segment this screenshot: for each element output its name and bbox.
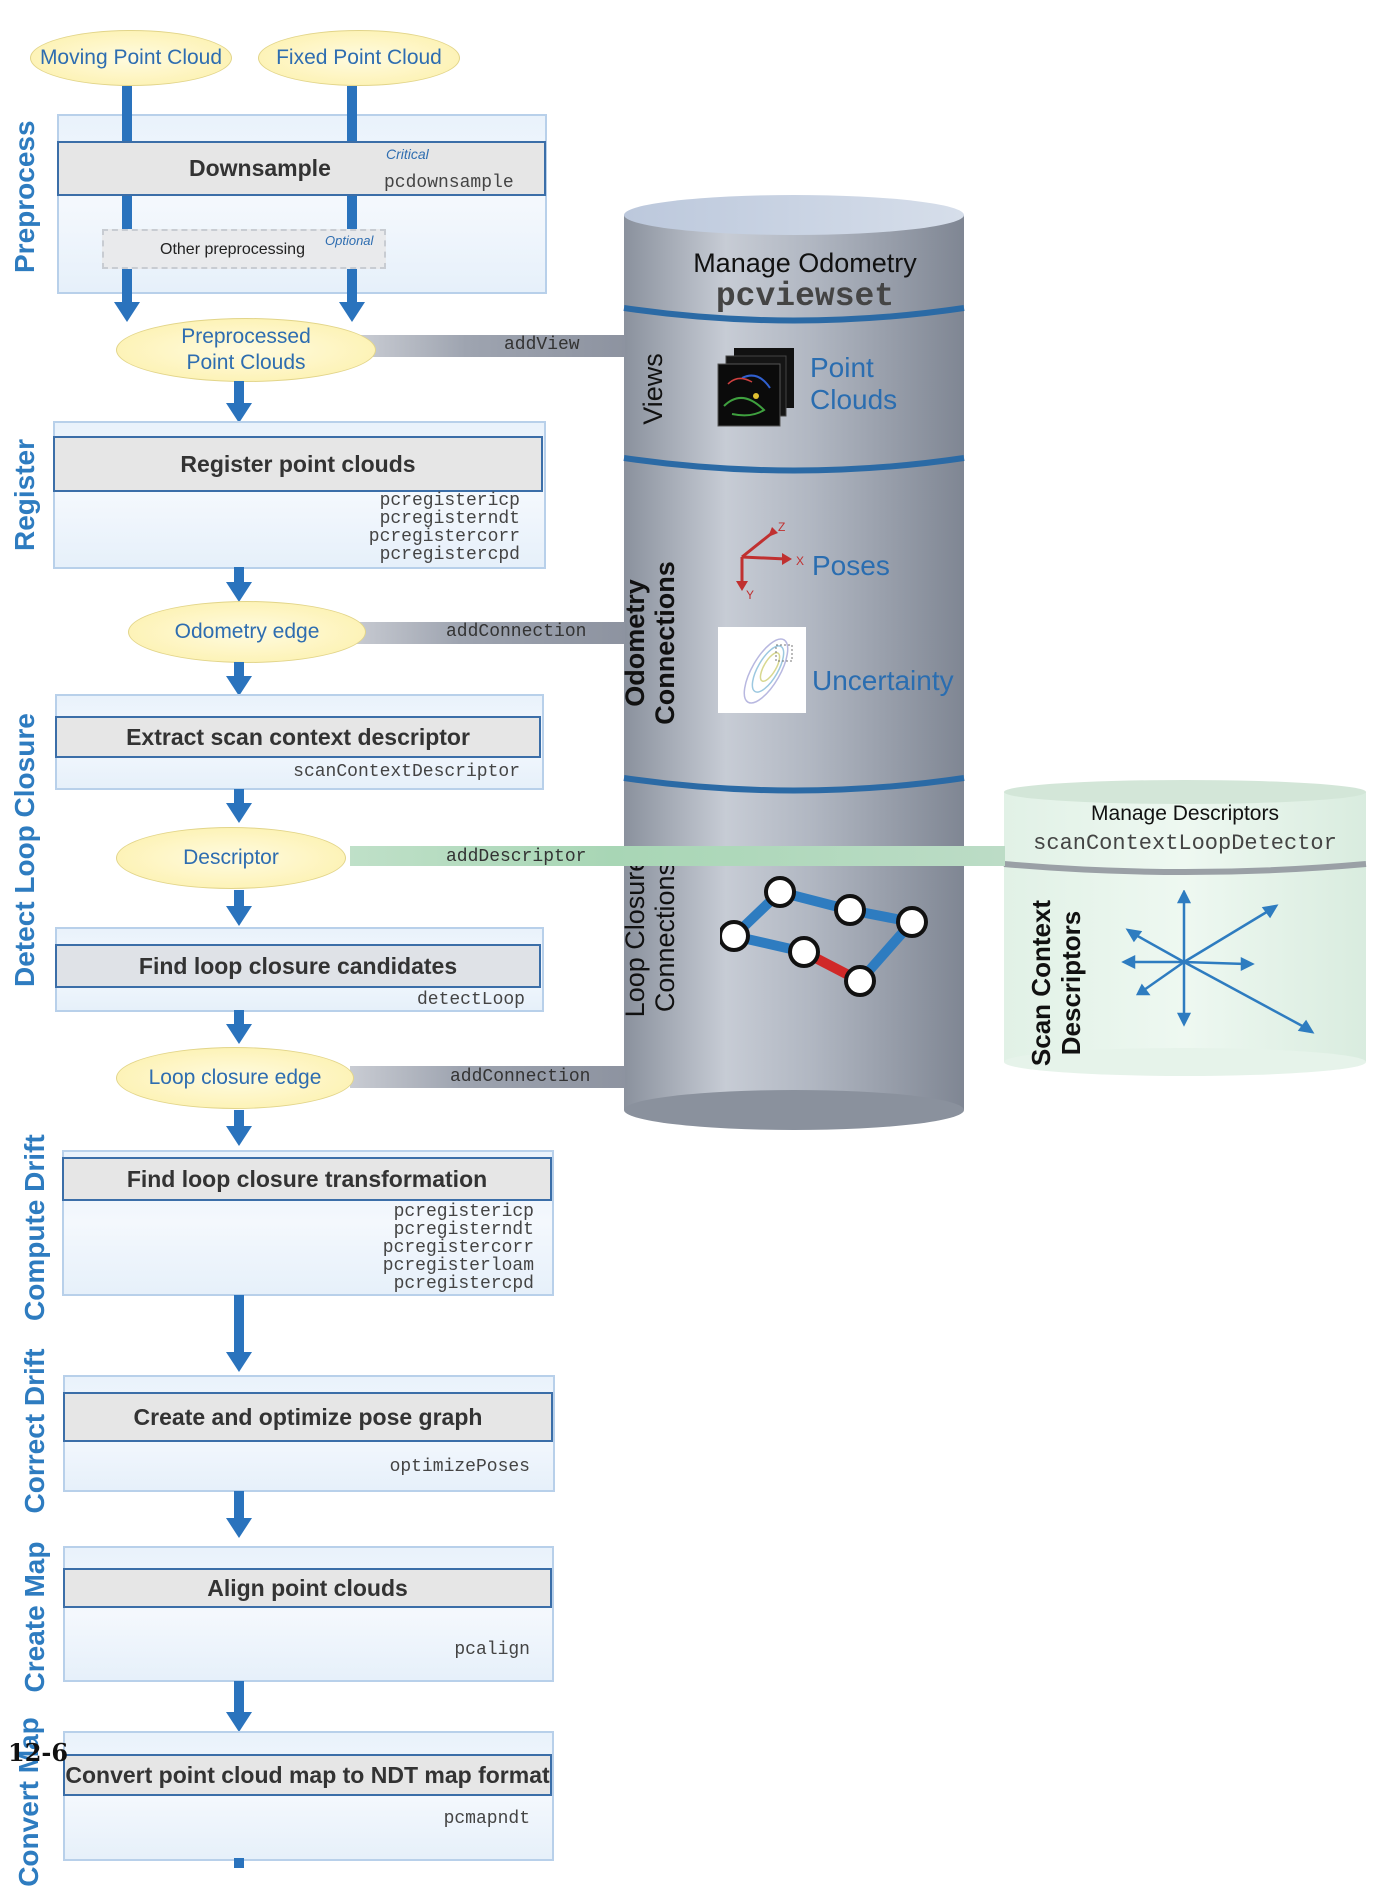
scan-context-descriptors-label: Scan Context Descriptors	[1026, 899, 1086, 1067]
stage-compute-drift-label: Compute Drift	[19, 1134, 50, 1321]
add-connection-label-1: addConnection	[446, 622, 587, 642]
stage-convert-map-label: Convert Map	[13, 1717, 44, 1887]
find-loop-transform-box[interactable]: Find loop closure transformation	[62, 1157, 552, 1201]
other-preprocessing-label: Other preprocessing	[160, 241, 305, 258]
descriptor-node: Descriptor	[116, 827, 346, 889]
optional-tag: Optional	[325, 233, 374, 248]
axis-z-label: Z	[778, 520, 785, 534]
axis-y-label: Y	[746, 588, 754, 602]
stage-register-label: Register	[9, 438, 40, 552]
extract-func: scanContextDescriptor	[293, 762, 520, 782]
arrow-to-odometry-edge	[226, 582, 252, 602]
stage-preprocess-label: Preprocess	[9, 120, 40, 273]
convert-ndt-box[interactable]: Convert point cloud map to NDT map forma…	[63, 1754, 552, 1796]
arrow-to-align	[226, 1518, 252, 1538]
arrow-to-extract	[226, 676, 252, 696]
views-label: Views	[638, 353, 668, 425]
pose-axes-icon: Z X Y	[736, 520, 804, 602]
point-clouds-thumbnail	[717, 348, 794, 427]
align-func: pcalign	[454, 1640, 530, 1660]
add-connection-connector-2	[350, 1066, 625, 1088]
critical-tag: Critical	[386, 146, 429, 162]
moving-point-cloud-node: Moving Point Cloud	[30, 30, 232, 86]
add-connection-connector-1	[350, 622, 625, 644]
create-map-stage-box	[63, 1546, 554, 1682]
fixed-point-cloud-node: Fixed Point Cloud	[258, 30, 460, 86]
descriptor-vectors-icon	[1121, 890, 1315, 1034]
register-point-clouds-box[interactable]: Register point clouds	[53, 436, 543, 492]
axis-x-label: X	[796, 554, 804, 568]
arrow-to-find-candidates	[226, 906, 252, 926]
add-connection-label-2: addConnection	[450, 1067, 591, 1087]
stage-create-map-label: Create Map	[19, 1541, 50, 1693]
convert-func: pcmapndt	[443, 1809, 530, 1829]
poses-label: Poses	[812, 550, 890, 581]
descriptor-store-object: scanContextLoopDetector	[1033, 831, 1337, 856]
loop-graph-icon	[720, 876, 928, 997]
add-descriptor-connector	[350, 846, 1005, 866]
loop-closure-connections-label: Loop Closure Connections	[620, 856, 680, 1018]
other-preprocessing-box[interactable]: Other preprocessing Optional	[102, 229, 386, 269]
arrow-to-pose-graph	[226, 1352, 252, 1372]
continuation-arrow	[234, 1858, 244, 1868]
downsample-func: pcdownsample	[384, 173, 514, 193]
odometry-store-object: pcviewset	[715, 278, 895, 315]
arrow-to-find-transform	[226, 1126, 252, 1146]
uncertainty-label: Uncertainty	[812, 665, 954, 696]
downsample-box[interactable]: Downsample Critical pcdownsample	[57, 141, 546, 196]
uncertainty-plot	[718, 627, 806, 713]
arrow-to-register	[226, 403, 252, 423]
odometry-edge-node: Odometry edge	[128, 601, 366, 663]
odometry-store-title: Manage Odometry	[693, 248, 917, 278]
pose-graph-box[interactable]: Create and optimize pose graph	[63, 1392, 553, 1442]
arrow-to-descriptor	[226, 803, 252, 823]
arrow-to-loop-edge	[226, 1024, 252, 1044]
convert-map-stage-box	[63, 1731, 554, 1861]
point-clouds-label: Point Clouds	[810, 352, 898, 415]
extract-descriptor-box[interactable]: Extract scan context descriptor	[55, 716, 541, 758]
descriptor-store-title: Manage Descriptors	[1091, 802, 1279, 825]
register-funcs: pcregistericp pcregisterndt pcregisterco…	[368, 491, 520, 565]
add-descriptor-label: addDescriptor	[446, 847, 587, 867]
pose-graph-func: optimizePoses	[389, 1457, 530, 1477]
add-view-connector	[360, 335, 625, 357]
stage-detect-loop-closure-label: Detect Loop Closure	[9, 713, 40, 987]
align-point-clouds-box[interactable]: Align point clouds	[63, 1568, 552, 1608]
page-number: 12-6	[8, 1738, 69, 1767]
odometry-connections-label: Odometry Connections	[620, 561, 680, 725]
stage-correct-drift-label: Correct Drift	[19, 1348, 50, 1514]
add-view-label: addView	[504, 335, 580, 355]
find-candidates-box[interactable]: Find loop closure candidates	[55, 944, 541, 988]
loop-closure-edge-node: Loop closure edge	[116, 1047, 354, 1109]
arrow-to-convert	[226, 1712, 252, 1732]
preprocessed-point-clouds-node: Preprocessed Point Clouds	[116, 318, 376, 382]
find-candidates-func: detectLoop	[416, 990, 525, 1010]
find-transform-funcs: pcregistericp pcregisterndt pcregisterco…	[382, 1202, 534, 1294]
downsample-label: Downsample	[189, 155, 331, 181]
